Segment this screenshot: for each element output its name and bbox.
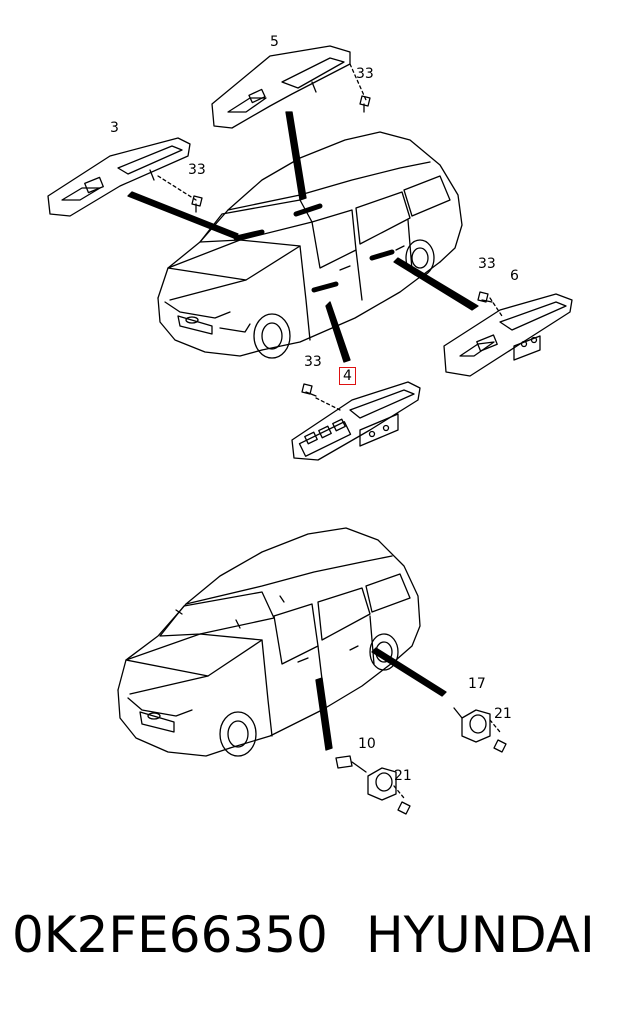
part-number: 0K2FE66350 <box>12 906 328 964</box>
screws-33 <box>191 95 493 397</box>
van-illustration-top <box>157 131 463 359</box>
footer: 0K2FE66350 HYUNDAI <box>0 900 621 980</box>
callout-21-right: 21 <box>494 706 512 722</box>
exploded-parts-diagram <box>47 45 573 815</box>
leader-lines-top <box>127 111 479 363</box>
callout-33-right: 33 <box>478 256 496 272</box>
switch-panel-4 <box>291 381 421 461</box>
callout-21-bottom: 21 <box>394 768 412 784</box>
courtesy-switch-17 <box>453 707 507 753</box>
courtesy-switch-10 <box>335 755 411 815</box>
callout-3: 3 <box>110 120 119 136</box>
brand-name: HYUNDAI <box>366 906 595 964</box>
callout-33-driver: 33 <box>304 354 322 370</box>
switch-panel-3 <box>47 137 197 217</box>
van-illustration-bottom <box>117 527 421 757</box>
leader-lines-bottom <box>315 647 447 751</box>
callout-4-highlighted: 4 <box>339 367 356 385</box>
callout-33-left: 33 <box>188 162 206 178</box>
callout-10: 10 <box>358 736 376 752</box>
switch-panel-5 <box>211 45 367 129</box>
switch-panel-6 <box>443 293 573 377</box>
callout-6: 6 <box>510 268 519 284</box>
callout-17: 17 <box>468 676 486 692</box>
callout-5: 5 <box>270 34 279 50</box>
callout-33-top: 33 <box>356 66 374 82</box>
